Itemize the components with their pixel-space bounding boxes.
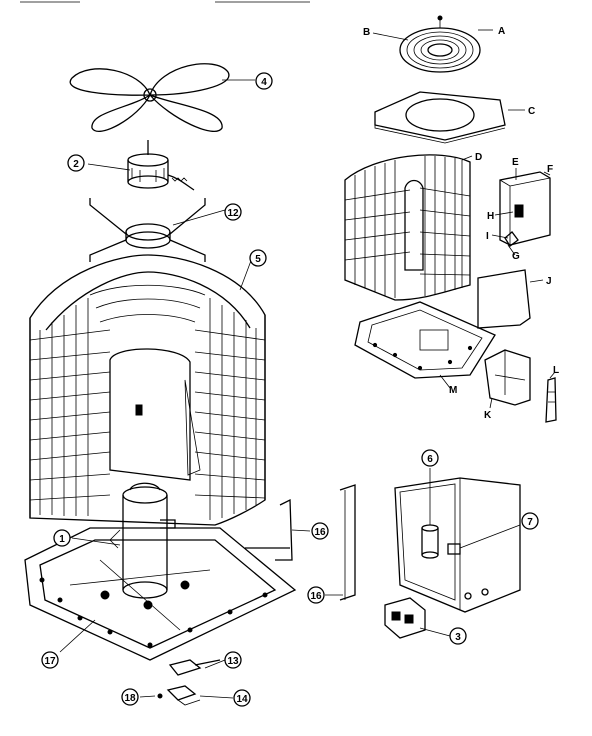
refrigerant-tubes: [245, 484, 356, 601]
bracket-k: [484, 349, 531, 406]
contactor: [384, 597, 426, 639]
callout-M: M: [449, 385, 457, 396]
fan-blade: [69, 63, 230, 133]
top-grille: [399, 15, 481, 73]
access-panel-j: [477, 269, 531, 329]
callout-label: 13: [227, 656, 239, 667]
callout-F: F: [547, 164, 553, 175]
callout-D: D: [475, 152, 482, 163]
callout-label: 14: [236, 694, 248, 705]
callout-J: J: [546, 276, 552, 287]
small-parts: [157, 659, 221, 706]
callout-H: H: [487, 211, 494, 222]
leader-lines: [59, 29, 556, 699]
callout-label: 5: [255, 254, 261, 265]
callout-16-upper: 16: [311, 522, 329, 540]
callout-K: K: [484, 410, 492, 421]
control-box-cover: [499, 171, 551, 247]
callout-label: 3: [455, 632, 461, 643]
callout-label: 16: [310, 591, 322, 602]
coil-guard: [344, 154, 471, 301]
callout-A: A: [498, 26, 505, 37]
callout-14: 12: [224, 203, 242, 221]
callout-17: 17: [41, 651, 59, 669]
control-box-panel: [394, 477, 521, 613]
top-panel: [374, 91, 506, 144]
callout-1: 1: [53, 529, 71, 547]
callout-label: 16: [314, 527, 326, 538]
base-pan: [24, 527, 297, 661]
callout-12: 13: [224, 651, 242, 669]
callout-label: 7: [527, 517, 533, 528]
callout-E: E: [512, 157, 519, 168]
callout-C: C: [528, 106, 535, 117]
compressor: [109, 482, 176, 599]
callout-18: 18: [121, 688, 139, 706]
callout-4: 4: [255, 72, 273, 90]
callout-13: 14: [233, 689, 251, 707]
callout-6: 6: [421, 449, 439, 467]
callout-label: 17: [44, 656, 56, 667]
callout-2: 2: [67, 154, 85, 172]
base-pan-right: [354, 301, 496, 379]
callout-I: I: [486, 231, 489, 242]
bracket-l: [545, 377, 557, 423]
callout-label: 2: [73, 159, 79, 170]
callout-3: 3: [449, 627, 467, 645]
callout-B: B: [363, 27, 370, 38]
callout-16-lower: 16: [307, 586, 325, 604]
callout-G: G: [512, 251, 520, 262]
callout-label: 6: [427, 454, 433, 465]
callout-label: 4: [261, 77, 267, 88]
callout-5: 5: [249, 249, 267, 267]
callout-7: 7: [521, 512, 539, 530]
callout-L: L: [553, 365, 559, 376]
motor-mount: [89, 198, 206, 262]
callout-label: 1: [59, 534, 65, 545]
callout-label: 12: [227, 208, 239, 219]
fan-motor: [127, 140, 195, 191]
condenser-coil: [29, 254, 266, 526]
callout-label: 18: [124, 693, 136, 704]
